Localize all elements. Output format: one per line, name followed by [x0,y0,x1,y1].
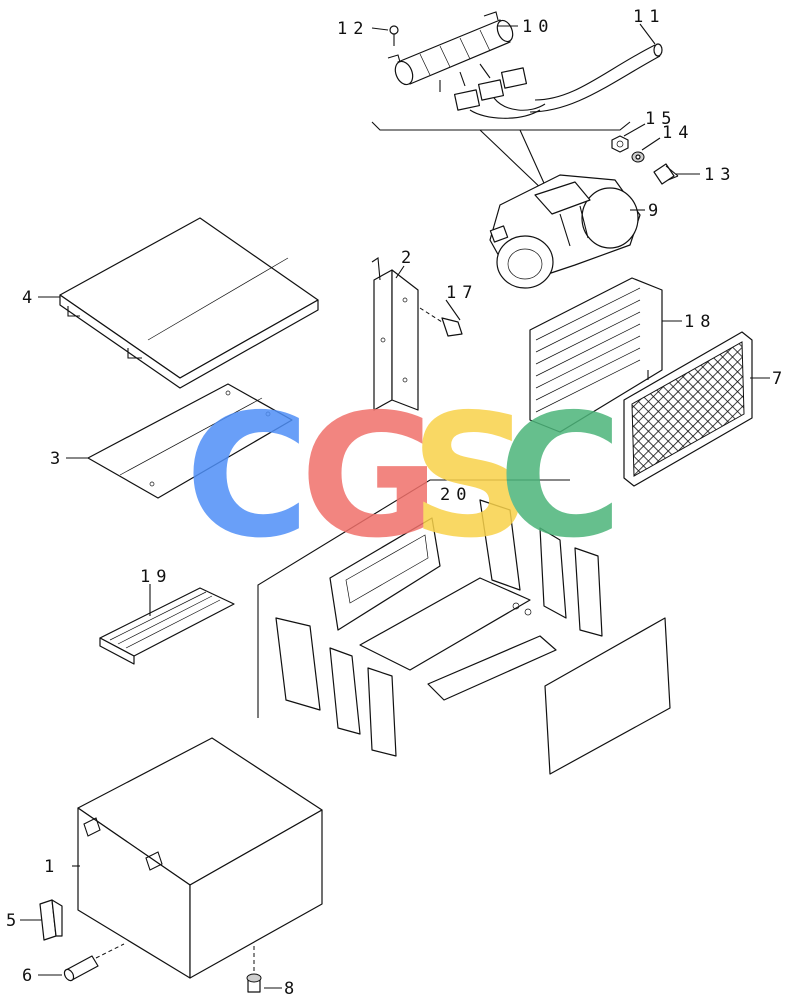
watermark-letter-2: G [300,378,440,576]
callout-20: 20 [440,485,472,505]
part-14-washer [631,151,645,163]
part-12-screw [389,25,399,46]
callout-13: 13 [704,165,736,185]
part-18-heat-exchanger [529,277,663,433]
watermark-letter-4: C [498,378,623,576]
watermark-letter-3: S [410,378,532,576]
part-5-latch [39,899,63,941]
callout-1: 1 [44,857,60,877]
part-2-mounting-bracket [371,257,419,411]
part-8-plug [246,946,262,993]
callout-5: 5 [6,911,22,931]
callout-labels: 1 2 3 4 5 6 7 8 9 10 11 12 13 14 15 17 1… [6,7,788,999]
callout-8: 8 [284,979,300,999]
callout-4: 4 [22,288,38,308]
part-7-air-filter [623,331,753,487]
callout-7: 7 [772,369,788,389]
callout-10: 10 [522,17,554,37]
callout-17: 17 [446,283,478,303]
part-3-cover-plate [87,383,293,499]
part-20-insulation-set [257,479,671,775]
part-13-bolt [653,163,679,185]
leader-lines [20,23,770,989]
part-19-grille [99,587,235,665]
callout-3: 3 [50,449,66,469]
part-1-housing [77,737,323,979]
part-10-resistor-assembly [387,11,546,119]
callout-18: 18 [684,312,716,332]
part-9-blower-unit [489,174,641,289]
part-11-hose [529,43,663,113]
part-17-bolt [419,307,463,337]
part-6-drain-tube [63,943,125,982]
watermark-letter-1: C [185,378,310,576]
callout-15: 15 [645,109,677,129]
callout-19: 19 [140,567,172,587]
callout-14: 14 [662,123,694,143]
callout-11: 11 [633,7,665,27]
callout-12: 12 [337,19,369,39]
callout-9: 9 [648,201,664,221]
callout-6: 6 [22,966,38,986]
part-15-nut [611,135,629,153]
watermark-logo: C G S C [185,378,623,576]
callout-2: 2 [401,248,417,268]
part-4-top-lid [59,217,319,389]
